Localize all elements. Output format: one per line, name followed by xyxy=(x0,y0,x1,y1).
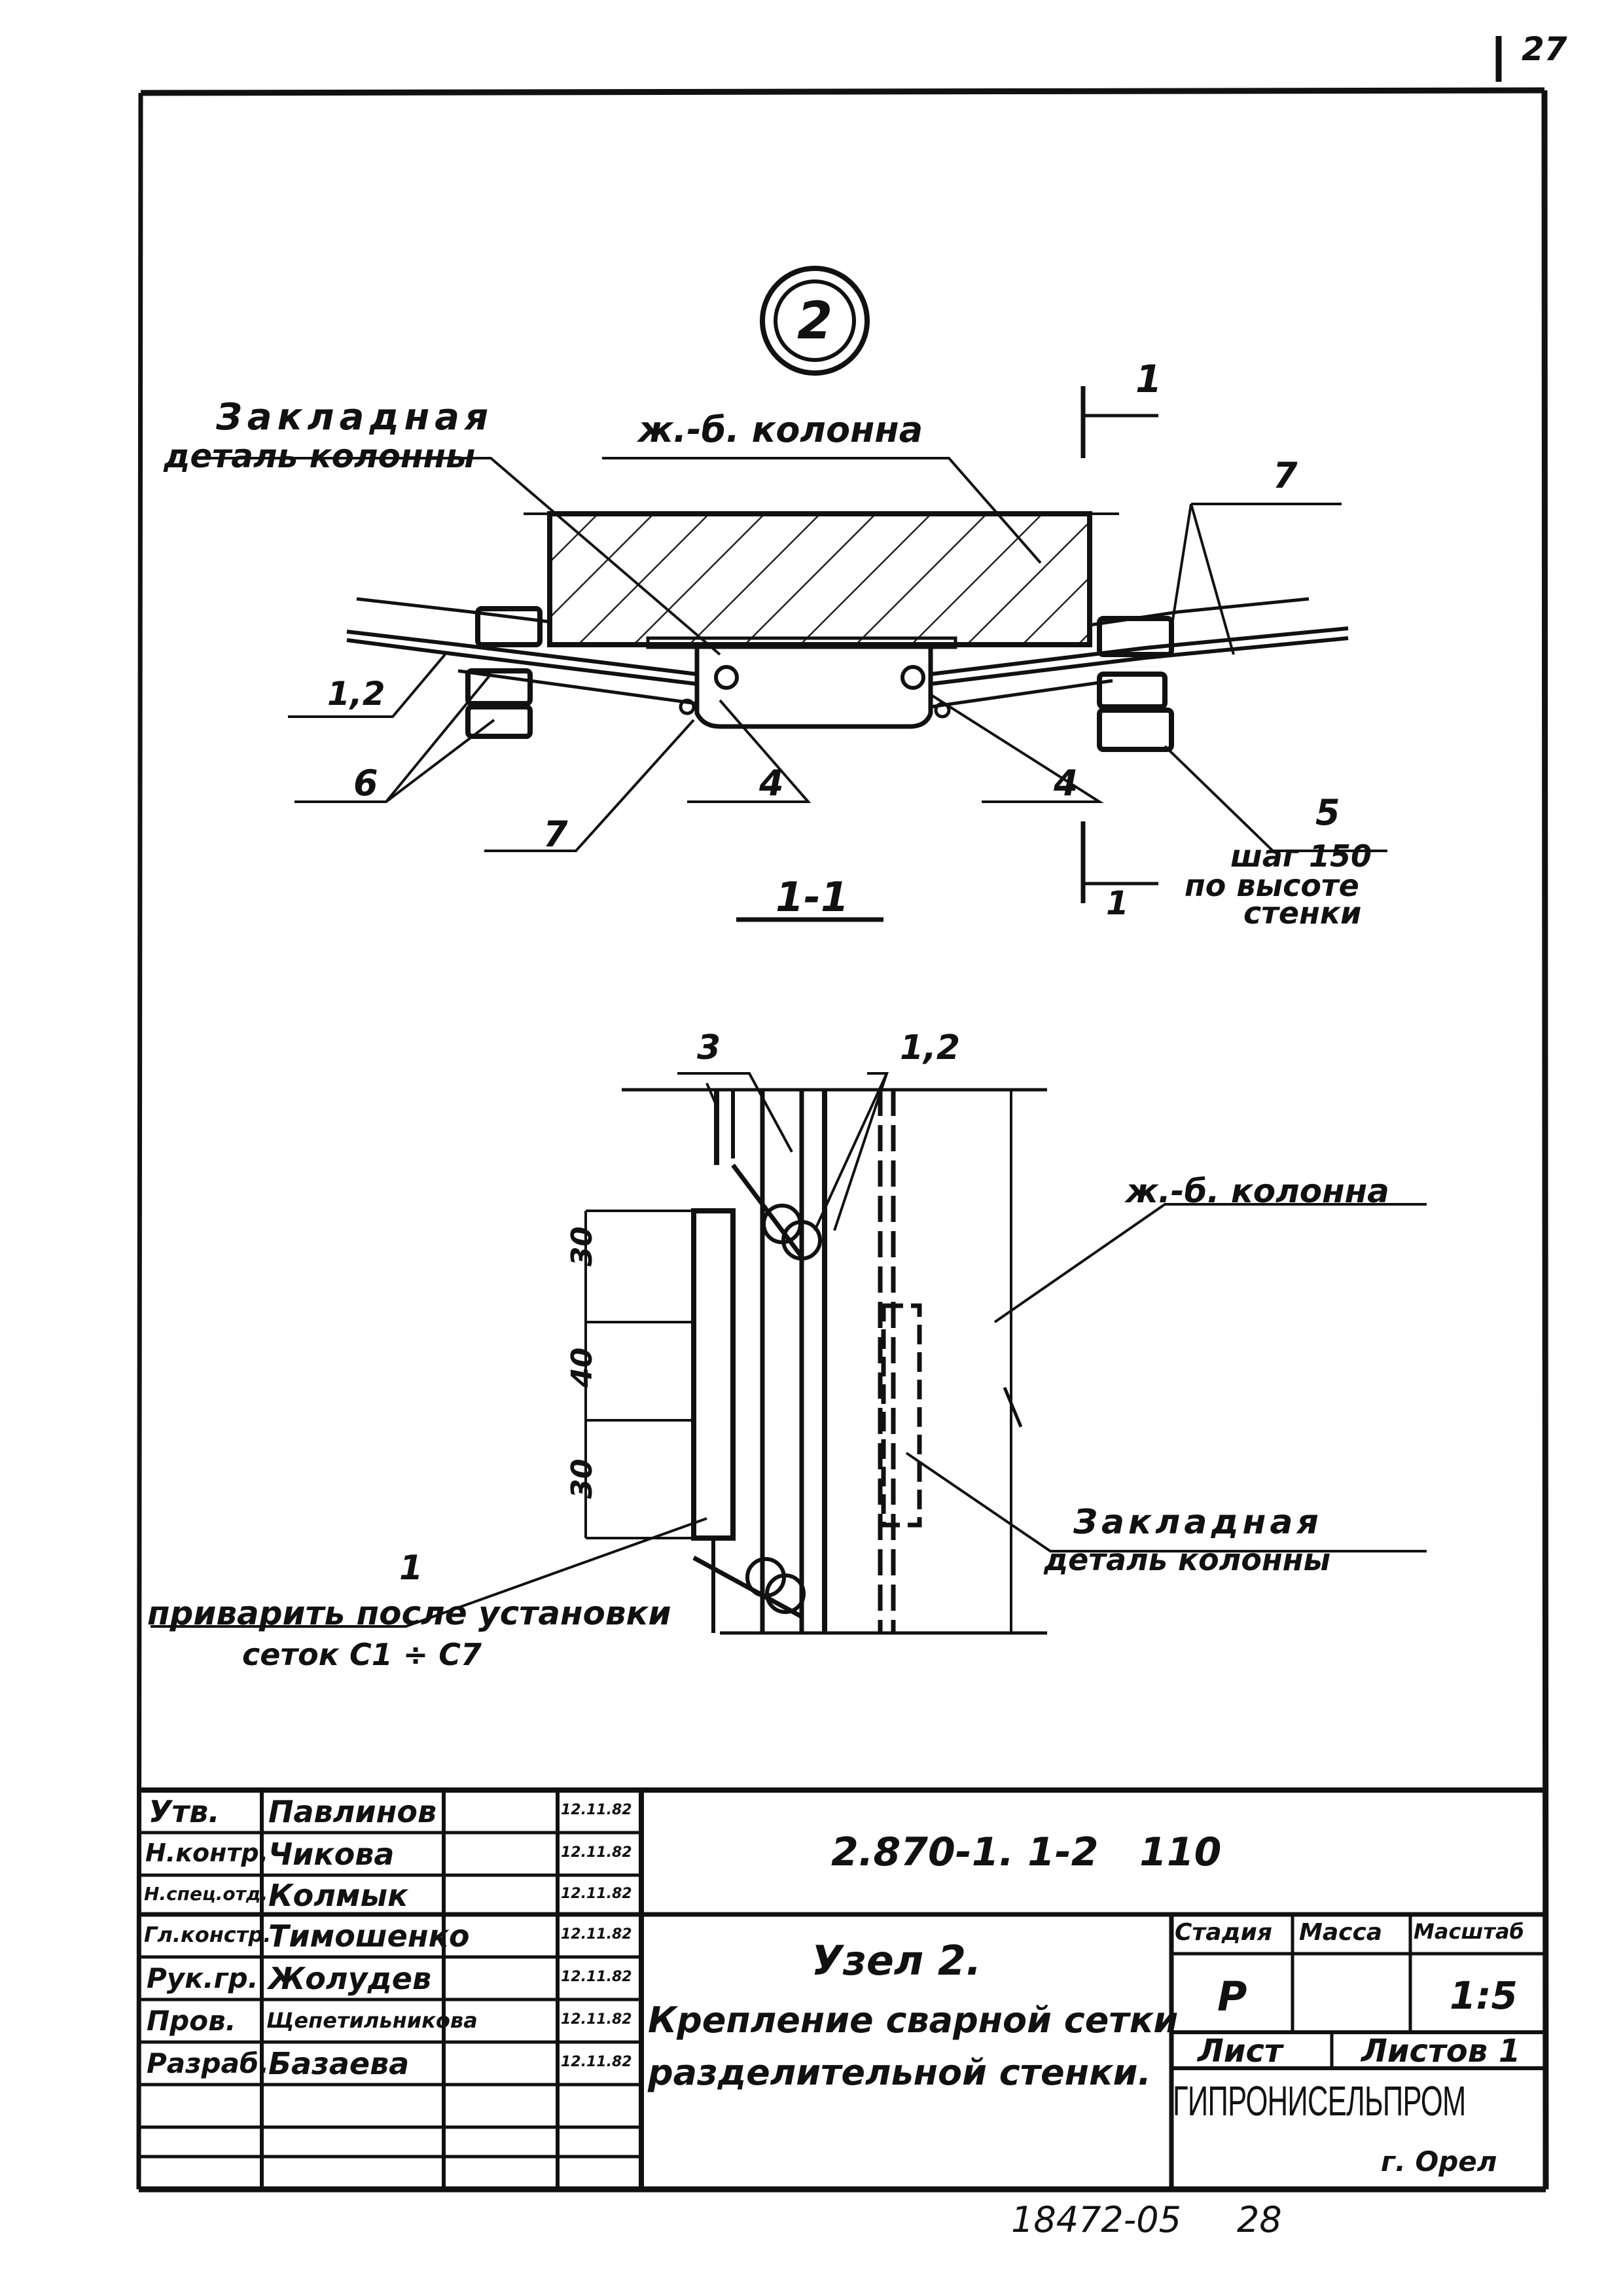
organization-city: г. Орел xyxy=(1381,2145,1497,2178)
weld-note-l1: приварить после установки xyxy=(147,1594,671,1632)
staff-date: 12.11.82 xyxy=(561,1886,632,1902)
staff-name: Жолудев xyxy=(268,1961,432,1996)
plan-embedded-detail-label-l2: деталь колонны xyxy=(164,437,476,475)
title-line-1: Узел 2. xyxy=(812,1937,982,1984)
staff-role: Рук.гр. xyxy=(147,1962,259,1994)
section-pos-1: 1 xyxy=(399,1549,423,1588)
scale-value: 1:5 xyxy=(1450,1973,1518,2018)
plan-embedded-detail-label-l1: Закладная xyxy=(216,396,494,439)
weld-note-l2: сеток С1 ÷ С7 xyxy=(242,1637,482,1672)
staff-row: Гл.констр. Тимошенко 12.11.82 xyxy=(139,1914,641,1957)
plan-pitch-l2: по высоте xyxy=(1185,868,1359,903)
plan-column-label: ж.-б. колонна xyxy=(638,409,923,450)
staff-row: Пров. Щепетильникова 12.11.82 xyxy=(139,2000,641,2042)
staff-name: Тимошенко xyxy=(268,1918,470,1954)
staff-role: Разраб. xyxy=(147,2047,270,2079)
node-callout-circle xyxy=(760,266,870,376)
plan-pos-4-right: 4 xyxy=(1054,762,1079,804)
staff-row: Н.контр. Чикова 12.11.82 xyxy=(139,1833,641,1875)
plan-pitch-l1: шаг 150 xyxy=(1230,838,1372,874)
embedded-plate xyxy=(646,636,957,649)
section-mark: 1-1 xyxy=(776,873,849,921)
organization-name: ГИПРОНИСЕЛЬПРОМ xyxy=(1173,2077,1466,2125)
cut-label-bottom: 1 xyxy=(1106,884,1129,922)
staff-row: Рук.гр. Жолудев 12.11.82 xyxy=(139,1957,641,2000)
section-pos-1-2: 1,2 xyxy=(900,1028,961,1067)
title-line-2: Крепление сварной сетки xyxy=(648,2000,1179,2041)
staff-name: Базаева xyxy=(268,2046,410,2081)
sheet-frame xyxy=(136,87,1549,2193)
staff-name: Колмык xyxy=(268,1878,408,1913)
mass-header: Масса xyxy=(1299,1919,1383,1946)
staff-role: Н.контр. xyxy=(145,1839,269,1867)
section-pos-3: 3 xyxy=(697,1028,721,1067)
sheets-label: Листов 1 xyxy=(1361,2033,1521,2070)
sheet-label: Лист xyxy=(1198,2033,1283,2070)
section-embedded-detail-l1: Закладная xyxy=(1073,1503,1323,1542)
staff-row: Н.спец.отд. Колмык 12.11.82 xyxy=(139,1875,641,1914)
stage-value: Р xyxy=(1217,1973,1247,2020)
title-line-3: разделительной стенки. xyxy=(648,2052,1151,2093)
section-column-label: ж.-б. колонна xyxy=(1126,1172,1389,1210)
staff-name: Чикова xyxy=(268,1837,395,1872)
dimension-40: 40 xyxy=(565,1347,599,1388)
staff-name: Щепетильникова xyxy=(266,2008,478,2033)
stage-header: Стадия xyxy=(1175,1919,1272,1946)
staff-row: Разраб. Базаева 12.11.82 xyxy=(139,2042,641,2085)
plan-pos-6: 6 xyxy=(353,762,378,804)
footer-code: 18472-05 xyxy=(1011,2199,1181,2240)
title-block-grid xyxy=(139,1787,1546,2189)
staff-role: Гл.констр. xyxy=(144,1922,272,1947)
doc-code: 2.870-1. 1-2 110 xyxy=(831,1829,1222,1875)
staff-date: 12.11.82 xyxy=(561,1926,632,1943)
staff-date: 12.11.82 xyxy=(561,2011,632,2028)
staff-date: 12.11.82 xyxy=(561,2054,632,2070)
staff-name: Павлинов xyxy=(268,1794,437,1829)
channel-profile xyxy=(694,645,933,729)
staff-date: 12.11.82 xyxy=(561,1844,632,1861)
plan-pos-5: 5 xyxy=(1315,792,1340,833)
scale-header: Масштаб xyxy=(1414,1919,1524,1944)
staff-role: Утв. xyxy=(149,1794,220,1829)
dimension-30-bottom: 30 xyxy=(565,1458,599,1499)
staff-role: Н.спец.отд. xyxy=(144,1883,268,1905)
plan-pos-7-bottom: 7 xyxy=(543,814,568,855)
section-embedded-detail-l2: деталь колонны xyxy=(1044,1542,1331,1577)
cut-label-top: 1 xyxy=(1135,357,1162,401)
staff-date: 12.11.82 xyxy=(561,1802,632,1818)
plan-pos-4-left: 4 xyxy=(759,762,784,804)
staff-role: Пров. xyxy=(147,2005,236,2037)
staff-row: Утв. Павлинов 12.11.82 xyxy=(139,1790,641,1833)
node-number: 2 xyxy=(797,292,833,351)
plan-view xyxy=(196,386,1387,922)
plan-pos-7-top: 7 xyxy=(1273,455,1298,496)
staff-date: 12.11.82 xyxy=(561,1969,632,1985)
page-number: 27 xyxy=(1522,30,1567,68)
footer-page: 28 xyxy=(1237,2199,1282,2240)
dimension-30-top: 30 xyxy=(565,1226,599,1266)
column-concrete xyxy=(547,511,1092,647)
plan-pos-1-2: 1,2 xyxy=(327,675,385,713)
section-view xyxy=(151,1072,1427,1635)
plan-pitch-l3: стенки xyxy=(1243,895,1362,931)
